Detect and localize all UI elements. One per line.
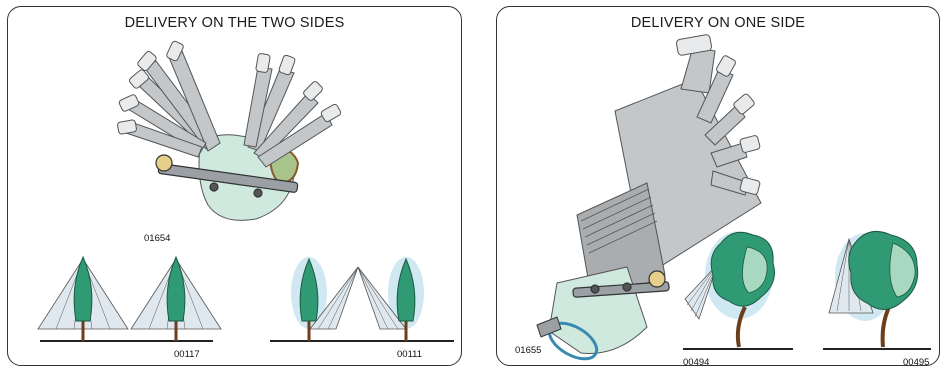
deciduous-tree-icon [823, 231, 931, 349]
figure-code: 01655 [515, 345, 541, 356]
sprayer-one-side-icon [497, 7, 941, 367]
figure-code: 00494 [683, 357, 709, 368]
deciduous-tree-icon [683, 231, 793, 349]
figure-code: 00495 [903, 357, 929, 368]
conifer-tree-icon [270, 257, 454, 341]
sprayer-two-sides-icon [8, 7, 463, 367]
panel-delivery-two-sides: DELIVERY ON THE TWO SIDES [7, 6, 462, 366]
figure-code: 00117 [174, 349, 200, 360]
figure-code: 00111 [397, 349, 422, 360]
conifer-tree-icon [38, 257, 221, 341]
panel-delivery-one-side: DELIVERY ON ONE SIDE [496, 6, 940, 366]
figure-code: 01654 [144, 233, 170, 244]
